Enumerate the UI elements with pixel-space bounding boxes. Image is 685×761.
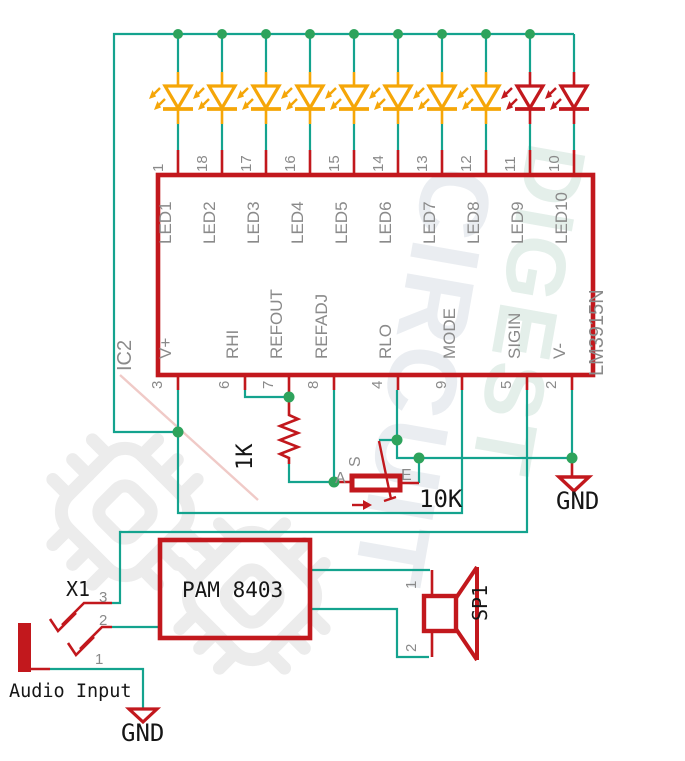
ic-part-number: LM3915N (586, 289, 608, 376)
led-3 (235, 70, 283, 126)
top-pin-number-15: 15 (326, 155, 343, 172)
components-red (18, 150, 596, 725)
ic-bottom-pin-labels: V+ RHI REFOUT REFADJ RLO MODE SIGIN V- (156, 289, 569, 359)
speaker-cone (454, 565, 479, 662)
gnd-symbol-bottom (124, 707, 162, 725)
bottom-pin-number-4: 4 (369, 381, 386, 389)
speaker-body (421, 593, 459, 634)
jack-body (18, 623, 31, 672)
bottom-pin-number-3: 3 (149, 381, 166, 389)
resistor-value: 1K (233, 443, 258, 470)
bottom-pin-number-2: 2 (543, 381, 560, 389)
top-pin-number-18: 18 (194, 155, 211, 172)
jack-pin-number-1: 1 (95, 651, 103, 668)
pot-terminal-e: E (401, 467, 412, 484)
wire-led-leads (176, 34, 576, 150)
pin-label-led2: LED2 (200, 201, 219, 244)
gnd-label-top: GND (556, 487, 599, 515)
led-6 (367, 70, 415, 126)
pin-label-rlo: RLO (376, 324, 395, 359)
gnd-label-bottom: GND (121, 719, 164, 747)
bottom-pin-number-8: 8 (305, 381, 322, 389)
jack-contact-3 (48, 601, 112, 634)
bottom-pin-number-7: 7 (260, 381, 277, 389)
led-5 (323, 70, 371, 126)
wire-rhi-refout (243, 390, 289, 399)
top-pin-number-10: 10 (546, 155, 563, 172)
jack-pin-number-3: 3 (99, 589, 107, 606)
pot-wiper (377, 440, 397, 503)
pin-label-led1: LED1 (156, 201, 175, 244)
top-pin-number-17: 17 (238, 155, 255, 172)
resistor-1k (276, 397, 302, 464)
pin-label-mode: MODE (440, 308, 459, 359)
wire-vplus-mode (176, 390, 464, 515)
led-7 (411, 70, 459, 126)
pin-label-vminus: V- (550, 343, 569, 359)
gnd-symbol-top (554, 475, 594, 494)
ic-top-pin-stubs (176, 150, 576, 175)
pin-label-led3: LED3 (244, 201, 263, 244)
pin-label-led5: LED5 (332, 201, 351, 244)
speaker-ref: SP1 (468, 585, 492, 621)
amplifier-label: PAM 8403 (182, 578, 283, 602)
speaker-pin-number-1: 1 (403, 581, 420, 589)
junction-dots (172, 29, 578, 488)
wire-amp-speaker (310, 568, 430, 659)
led-1 (147, 70, 195, 126)
pin-label-sigin: SIGIN (505, 313, 524, 359)
pin-label-rhi: RHI (223, 330, 242, 359)
ic-bottom-pin-stubs (176, 375, 574, 397)
pin-label-led10: LED10 (552, 192, 571, 244)
amplifier-body (157, 537, 313, 641)
top-pin-number-11: 11 (502, 156, 519, 172)
wire-refadj-potA (287, 390, 338, 484)
wire-jack1-gnd (50, 667, 145, 709)
audio-input-caption: Audio Input (9, 681, 132, 702)
bottom-pin-number-5: 5 (498, 381, 515, 389)
top-pin-number-14: 14 (370, 155, 387, 172)
jack-pin-number-2: 2 (99, 612, 107, 629)
pin-label-vplus: V+ (156, 338, 175, 359)
top-pin-number-16: 16 (282, 155, 299, 172)
pin-label-led6: LED6 (376, 201, 395, 244)
led-bar (147, 70, 591, 126)
wire-led-rail (112, 32, 574, 434)
pin-label-refadj: REFADJ (312, 294, 331, 359)
led-9 (499, 70, 547, 126)
ic-top-pin-labels: LED1 LED2 LED3 LED4 LED5 LED6 LED7 LED8 … (156, 192, 571, 244)
top-pin-number-12: 12 (458, 155, 475, 172)
bottom-pin-number-6: 6 (216, 381, 233, 389)
wire-sigin-jack3 (112, 390, 529, 605)
pin-label-refout: REFOUT (267, 289, 286, 359)
ic-body (155, 172, 596, 378)
pot-value: 10K (419, 485, 463, 513)
ic-top-pin-numbers: 1 18 17 16 15 14 13 12 11 10 (150, 155, 563, 172)
top-pin-number-13: 13 (414, 155, 431, 172)
led-4 (279, 70, 327, 126)
jack-ref: X1 (66, 577, 90, 601)
pot-arrow-head (363, 500, 372, 510)
pot-terminal-s: S (347, 456, 364, 467)
pin-label-led9: LED9 (508, 201, 527, 244)
led-8 (455, 70, 503, 126)
ic-ref-designator: IC2 (114, 340, 136, 371)
pot-body (349, 473, 403, 493)
wires-teal (50, 32, 576, 709)
pin-label-led8: LED8 (464, 201, 483, 244)
led-10 (543, 70, 591, 126)
top-pin-number-1: 1 (150, 164, 167, 172)
pin-label-led7: LED7 (420, 201, 439, 244)
watermark-diagonal-line (119, 374, 259, 501)
led-2 (191, 70, 239, 126)
ic-bottom-pin-numbers: 3 6 7 8 4 9 5 2 (149, 381, 560, 389)
speaker-pin-number-2: 2 (403, 644, 420, 652)
jack-contact-2 (66, 625, 112, 658)
pot-terminal-a: A (335, 470, 346, 487)
bottom-pin-number-9: 9 (433, 381, 450, 389)
pin-label-led4: LED4 (288, 201, 307, 244)
